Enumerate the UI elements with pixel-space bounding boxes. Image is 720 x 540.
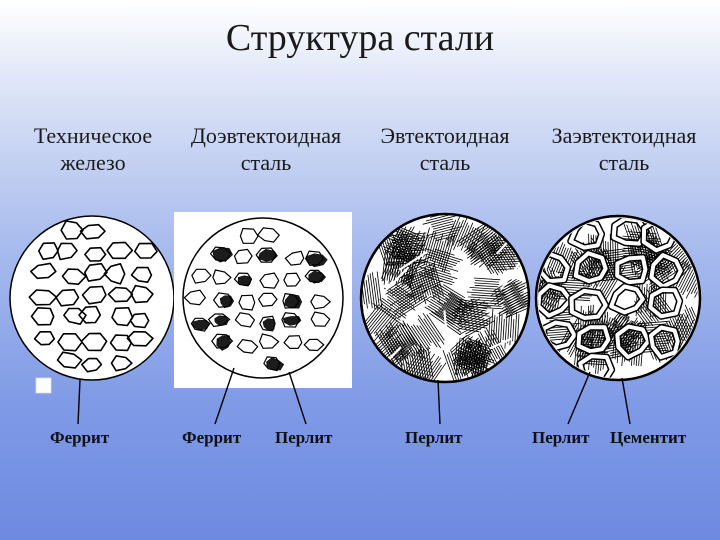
pointer-line [437, 379, 441, 425]
ferrite-grain [310, 294, 332, 310]
ferrite-grain [106, 241, 134, 260]
heading-hypereutectoid-steel: Заэвтектоидная сталь [536, 122, 712, 176]
ferrite-grain [303, 338, 325, 352]
ferrite-grain [207, 313, 231, 328]
ferrite-grain [234, 312, 256, 328]
ferrite-grain [110, 355, 133, 372]
ferrite-grain [84, 246, 107, 262]
heading-line: сталь [419, 150, 471, 175]
ferrite-grain [211, 333, 234, 349]
ferrite-grain [191, 268, 212, 284]
ferrite-grain [81, 285, 107, 305]
heading-line: Техническое [33, 123, 153, 148]
ferrite-grain [61, 268, 87, 285]
ferrite-grain [80, 332, 108, 352]
ferrite-grain [238, 294, 256, 311]
label-ferrite: Феррит [182, 428, 242, 447]
ferrite-grain [233, 248, 253, 265]
heading-line: железо [60, 150, 126, 175]
ferrite-grain [134, 242, 158, 259]
ferrite-grain [63, 307, 87, 325]
ferrite-grain [263, 356, 281, 372]
heading-hypoeutectoid-steel: Доэвтектоидная сталь [176, 122, 356, 176]
ferrite-grain [57, 333, 83, 352]
ferrite-grain [183, 289, 207, 306]
ferrite-grain [284, 250, 305, 266]
micrograph-technical-iron [9, 215, 175, 425]
micrograph-hypoeutectoid-steel [174, 212, 352, 425]
label-pearlite: Перлит [275, 428, 333, 447]
label-pearlite: Перлит [405, 428, 463, 447]
ferrite-grain [107, 286, 134, 303]
ferrite-grain [56, 351, 83, 369]
heading-line: сталь [240, 150, 292, 175]
ferrite-grain [259, 315, 276, 332]
pointer-line [621, 377, 631, 425]
micrograph-hypereutectoid-steel [534, 214, 702, 425]
ferrite-grain [129, 312, 150, 329]
ferrite-grain [259, 272, 280, 289]
ferrite-grain [28, 289, 58, 306]
ferrite-grain [111, 307, 134, 327]
ferrite-grain [212, 292, 233, 308]
heading-line: Доэвтектоидная [190, 123, 342, 148]
ferrite-grain [304, 250, 324, 266]
pointer-line [77, 379, 81, 425]
ferrite-grain [281, 312, 301, 328]
ferrite-grain [282, 292, 300, 309]
ferrite-grain [60, 220, 84, 240]
ferrite-grain [304, 269, 325, 284]
ferrite-grain [256, 227, 281, 243]
pointer-line [567, 371, 591, 425]
pointer-line [214, 367, 235, 425]
label-ferrite: Феррит [50, 428, 110, 447]
ferrite-grain [258, 333, 280, 349]
heading-line: Заэвтектоидная [551, 123, 697, 148]
ferrite-grain [33, 331, 56, 346]
ferrite-grain [81, 357, 103, 373]
ferrite-grain [78, 305, 102, 324]
ferrite-grain [209, 246, 232, 262]
ferrite-grain [236, 338, 259, 354]
ferrite-grain [283, 272, 301, 287]
ferrite-grain [257, 292, 278, 307]
ferrite-grain [130, 284, 154, 304]
pointer-line [288, 371, 307, 425]
ferrite-grain [283, 335, 303, 349]
label-pearlite: Перлит [532, 428, 590, 447]
heading-line: Эвтектоидная [380, 123, 510, 148]
ferrite-grain [212, 269, 232, 285]
label-cementite: Цементит [610, 428, 687, 447]
ferrite-grain [239, 227, 259, 244]
ferrite-grain [103, 263, 126, 285]
ferrite-grain [55, 288, 80, 307]
ferrite-grain [109, 334, 133, 352]
page-title: Структура стали [225, 17, 495, 59]
ferrite-grain [310, 311, 331, 327]
ferrite-grain [130, 266, 153, 283]
heading-line: сталь [598, 150, 650, 175]
micrograph-eutectoid-steel [359, 212, 531, 425]
ferrite-grain [56, 242, 78, 261]
ferrite-grain [255, 247, 277, 263]
ferrite-grain [233, 272, 253, 287]
ferrite-grain [84, 262, 108, 282]
ferrite-grain [190, 317, 211, 332]
heading-technical-iron: Техническое железо [18, 122, 168, 176]
heading-eutectoid-steel: Эвтектоидная сталь [365, 122, 525, 176]
ferrite-grain [38, 242, 59, 261]
pearlite-patch [283, 293, 303, 309]
ferrite-grain [79, 223, 106, 240]
ferrite-grain [30, 307, 55, 326]
ferrite-grain [30, 262, 57, 280]
ferrite-grain [126, 330, 154, 347]
